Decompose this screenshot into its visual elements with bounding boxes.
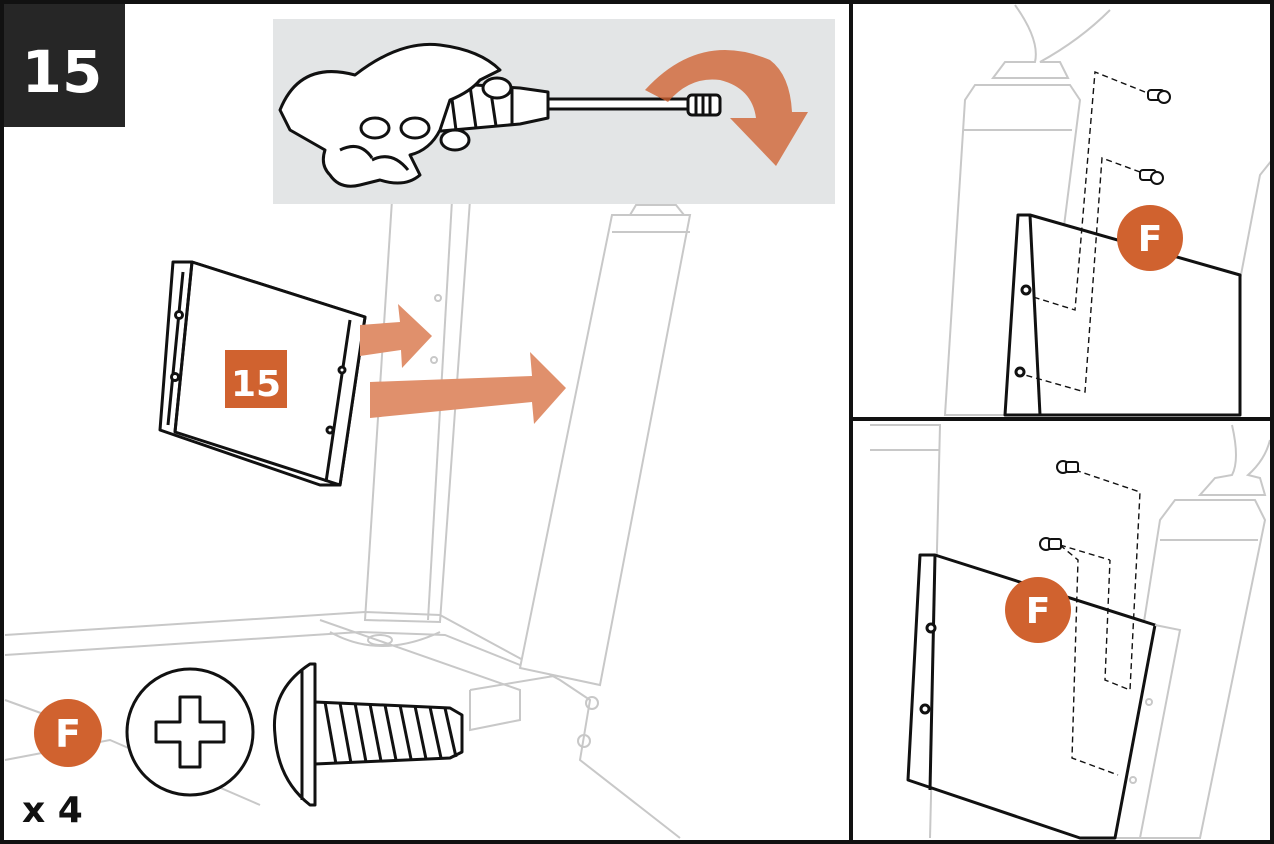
part-label-box [225, 350, 287, 408]
detail-callout-circle [1117, 205, 1183, 271]
screw-icon [272, 662, 464, 807]
motion-arrow-icon [360, 304, 432, 368]
screwdriver-icon [278, 42, 722, 188]
hardware-quantity: x 4 [22, 790, 83, 831]
detail-panel-bottom: F [870, 424, 1271, 840]
screwdriver-inset [273, 19, 835, 204]
detail-callout-label-top: F [1138, 219, 1163, 260]
detail-callout-label-bottom: F [1026, 591, 1051, 632]
phillips-head-icon [125, 667, 255, 797]
part-label: 15 [231, 364, 281, 405]
screw-icon [1039, 460, 1079, 551]
screw-icon [1139, 89, 1171, 185]
step-badge [3, 3, 125, 127]
hardware-label: F [55, 712, 81, 756]
detail-panel-top: F [943, 4, 1273, 417]
main-panel: 15 F x 4 15 [3, 3, 835, 839]
detail-callout-circle [1005, 577, 1071, 643]
motion-arrow-icon [370, 352, 566, 424]
rotation-arrow-icon [645, 50, 808, 166]
step-number: 15 [22, 38, 103, 106]
hardware-callout-circle [34, 699, 102, 767]
